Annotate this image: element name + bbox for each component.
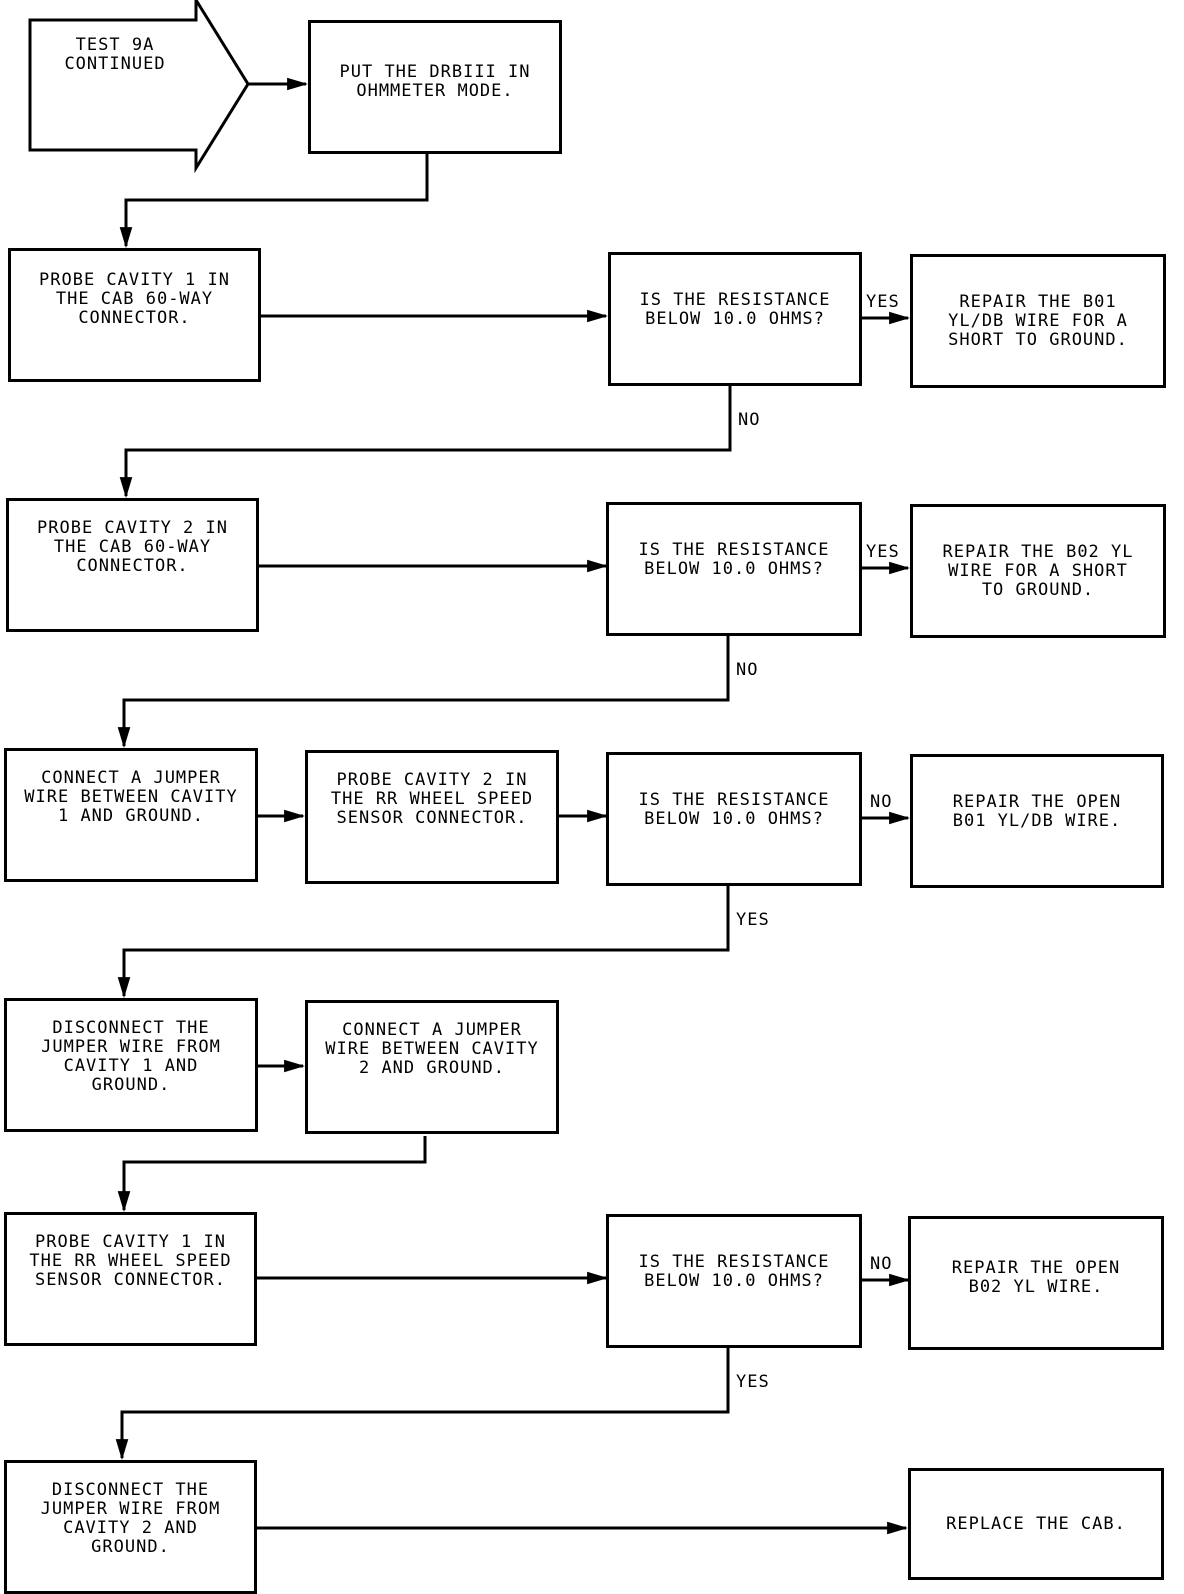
repair-b02-short-box: REPAIR THE B02 YL WIRE FOR A SHORT TO GR… (910, 504, 1166, 638)
probe-cavity1-rr-box: PROBE CAVITY 1 IN THE RR WHEEL SPEED SEN… (4, 1212, 257, 1346)
probe-cavity2-cab-box: PROBE CAVITY 2 IN THE CAB 60-WAY CONNECT… (6, 498, 259, 632)
repair-open-b02-box: REPAIR THE OPEN B02 YL WIRE. (908, 1216, 1164, 1350)
q1-yes-label: YES (866, 292, 900, 312)
probe-cavity2-rr-box: PROBE CAVITY 2 IN THE RR WHEEL SPEED SEN… (305, 750, 559, 884)
resistance-question-3: IS THE RESISTANCE BELOW 10.0 OHMS? (606, 752, 862, 886)
q2-yes-label: YES (866, 542, 900, 562)
resistance-question-2: IS THE RESISTANCE BELOW 10.0 OHMS? (606, 502, 862, 636)
repair-b01-short-box: REPAIR THE B01 YL/DB WIRE FOR A SHORT TO… (910, 254, 1166, 388)
probe-cavity1-cab-box: PROBE CAVITY 1 IN THE CAB 60-WAY CONNECT… (8, 248, 261, 382)
disconnect-cavity1-box: DISCONNECT THE JUMPER WIRE FROM CAVITY 1… (4, 998, 258, 1132)
start-connector-label: TEST 9A CONTINUED (64, 35, 166, 74)
q3-no-label: NO (870, 792, 893, 812)
replace-cab-box: REPLACE THE CAB. (908, 1468, 1164, 1580)
q4-no-label: NO (870, 1254, 893, 1274)
q2-no-label: NO (736, 660, 759, 680)
q3-yes-label: YES (736, 910, 770, 930)
start-arrow-shape (28, 0, 250, 174)
jumper-cavity2-box: CONNECT A JUMPER WIRE BETWEEN CAVITY 2 A… (305, 1000, 559, 1134)
repair-open-b01-box: REPAIR THE OPEN B01 YL/DB WIRE. (910, 754, 1164, 888)
q4-yes-label: YES (736, 1372, 770, 1392)
q1-no-label: NO (738, 410, 761, 430)
jumper-cavity1-box: CONNECT A JUMPER WIRE BETWEEN CAVITY 1 A… (4, 748, 258, 882)
disconnect-cavity2-box: DISCONNECT THE JUMPER WIRE FROM CAVITY 2… (4, 1460, 257, 1594)
put-ohmmeter-box: PUT THE DRBIII IN OHMMETER MODE. (308, 20, 562, 154)
resistance-question-4: IS THE RESISTANCE BELOW 10.0 OHMS? (606, 1214, 862, 1348)
resistance-question-1: IS THE RESISTANCE BELOW 10.0 OHMS? (608, 252, 862, 386)
